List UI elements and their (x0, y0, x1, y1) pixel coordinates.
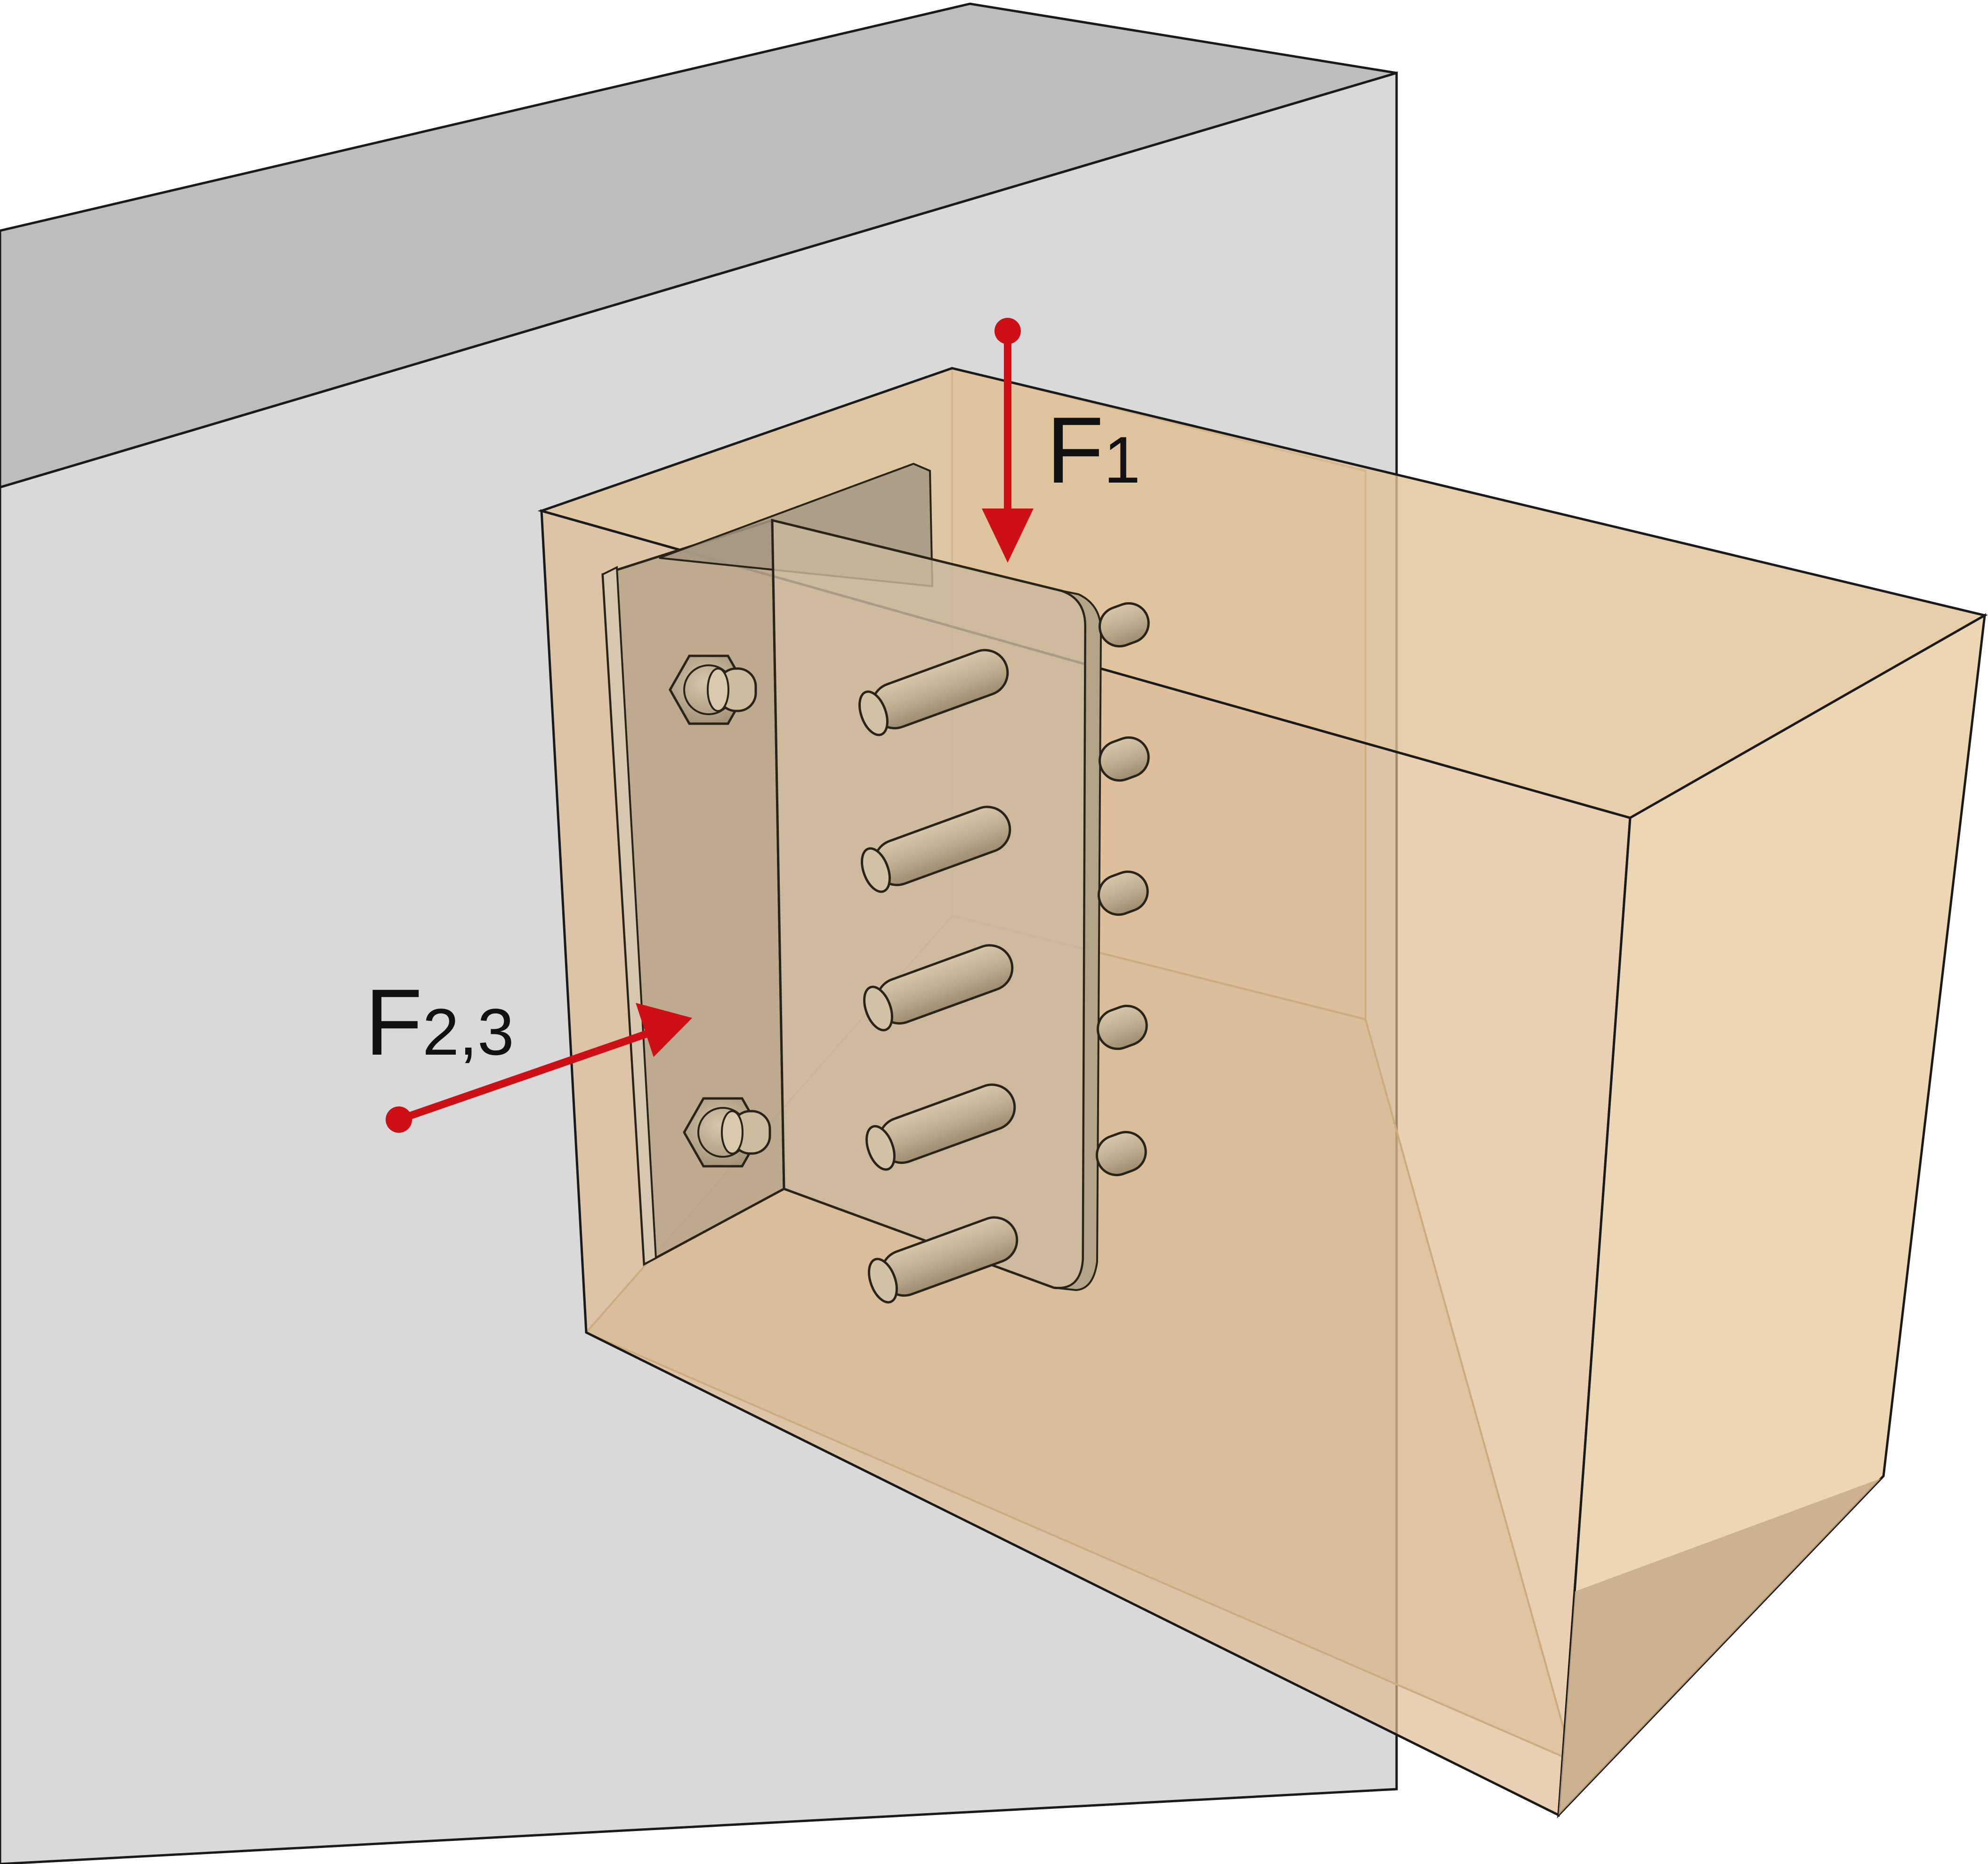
bolt-nut-icon (669, 654, 757, 725)
dowel-icon (1095, 1130, 1147, 1177)
force-f23-origin (386, 1106, 412, 1133)
bolts (669, 654, 771, 1168)
force-f1-label: F1 (1046, 398, 1140, 503)
dowel-icon (858, 649, 1009, 736)
steel-connector (601, 462, 1102, 1291)
force-f1-arrow (982, 318, 1034, 563)
dowel-icon (1097, 870, 1149, 916)
flange-plate-edge (601, 565, 657, 1266)
dowel-icon (1096, 1004, 1148, 1050)
svg-text:F1: F1 (1046, 398, 1140, 503)
force-f1-label-sub: 1 (1104, 423, 1140, 497)
force-f23-label: F2,3 (365, 970, 514, 1075)
force-f1-origin (994, 318, 1021, 344)
force-arrow-icon (397, 1027, 656, 1123)
dowel-icon (1098, 602, 1150, 648)
dowel-icon (861, 806, 1011, 893)
secondary-beam-end-face (1557, 613, 1987, 1818)
force-f1-label-main: F (1046, 398, 1104, 503)
bolt-nut-icon (683, 1097, 771, 1168)
force-f23-label-sub: 2,3 (422, 995, 514, 1069)
secondary-beam-end-shadow (1559, 1478, 1881, 1815)
knife-plate (771, 518, 1087, 1290)
force-f23-arrow (386, 1003, 692, 1133)
dowel-icon (863, 944, 1014, 1032)
dowel-icon (1098, 736, 1150, 782)
force-f23-label-main: F (365, 970, 422, 1075)
dowels-front (858, 649, 1018, 1304)
svg-text:F2,3: F2,3 (365, 970, 514, 1075)
dowel-icon (865, 1083, 1016, 1171)
force-f23-arrowhead (636, 1003, 692, 1057)
dowel-icon (868, 1216, 1018, 1304)
force-f1-arrowhead (982, 508, 1034, 563)
knife-plate-edge (1053, 590, 1102, 1291)
dowels-back (1095, 602, 1150, 1177)
